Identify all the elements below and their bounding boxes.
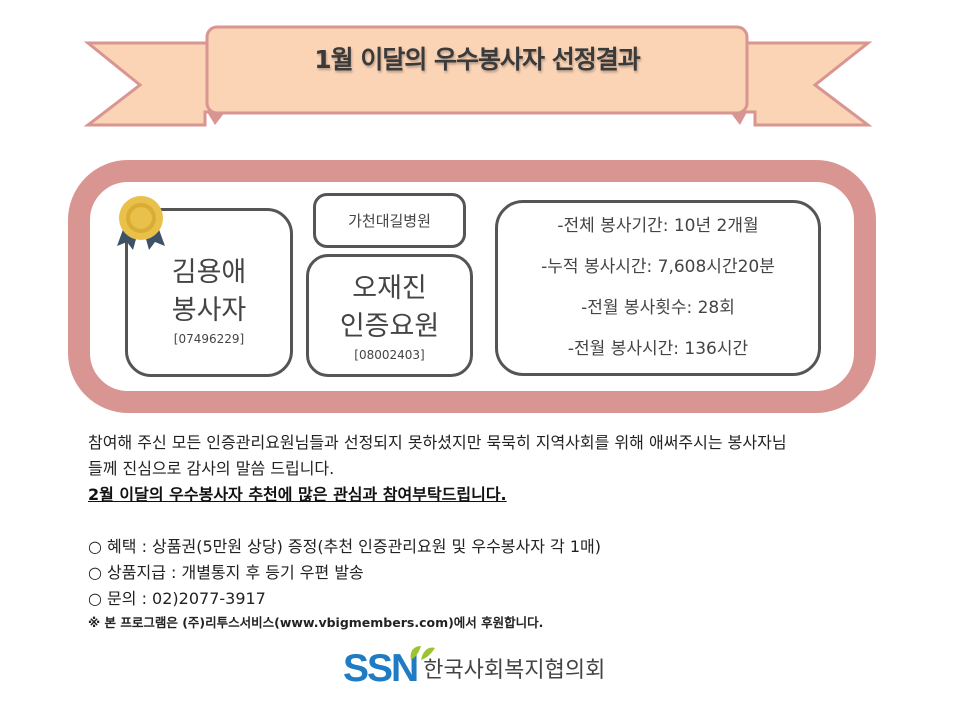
manager-name: 오재진 (352, 272, 427, 304)
manager-id: [08002403] (354, 347, 425, 362)
volunteer-role: 봉사자 (171, 294, 247, 326)
page-title: 1월 이달의 우수봉사자 선정결과 (314, 45, 641, 74)
sponsor-note: ※ 본 프로그램은 (주)리투스서비스(www.vbigmembers.com)… (88, 615, 544, 630)
ssn-logo: SSN 한국사회복지협의회 (343, 646, 606, 690)
benefit-item: ○ 혜택 : 상품권(5만원 상당) 증정(추천 인증관리요원 및 우수봉사자 … (88, 537, 601, 556)
thanks-line-2: 들께 진심으로 감사의 말씀 드립니다. (88, 459, 335, 478)
stat-cumulative-hours: -누적 봉사시간: 7,608시간20분 (541, 257, 775, 277)
volunteer-name: 김용애 (171, 256, 247, 288)
manager-box: 오재진 인증요원 [08002403] (306, 254, 473, 377)
logo-org-name: 한국사회복지협의회 (423, 658, 606, 683)
delivery-item: ○ 상품지급 : 개별통지 후 등기 우편 발송 (88, 563, 364, 582)
medal-icon (117, 196, 165, 250)
thanks-line-1: 참여해 주신 모든 인증관리요원님들과 선정되지 못하셨지만 묵묵히 지역사회를… (88, 433, 787, 452)
request-line: 2월 이달의 우수봉사자 추천에 많은 관심과 참여부탁드립니다. (88, 485, 507, 504)
organization-box: 가천대길병원 (313, 193, 466, 248)
stat-last-month-count: -전월 봉사횟수: 28회 (581, 298, 735, 318)
title-banner (83, 25, 873, 127)
announcement-body: 참여해 주신 모든 인증관리요원님들과 선정되지 못하셨지만 묵묵히 지역사회를… (88, 430, 888, 634)
manager-role: 인증요원 (339, 310, 440, 342)
organization-name: 가천대길병원 (348, 212, 431, 230)
volunteer-id: [07496229] (173, 331, 245, 346)
stat-total-period: -전체 봉사기간: 10년 2개월 (557, 216, 759, 236)
logo-brand: SSN (343, 647, 419, 690)
contact-item: ○ 문의 : 02)2077-3917 (88, 589, 266, 608)
leaf-icon (410, 646, 435, 660)
stats-box: -전체 봉사기간: 10년 2개월 -누적 봉사시간: 7,608시간20분 -… (495, 200, 821, 376)
stat-last-month-hours: -전월 봉사시간: 136시간 (567, 339, 749, 359)
